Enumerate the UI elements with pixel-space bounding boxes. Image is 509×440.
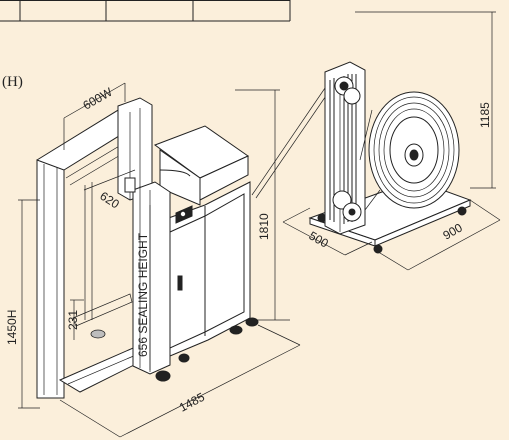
- machine-side-column: [132, 181, 171, 375]
- door-handle: [177, 275, 183, 291]
- height-side-note: (H): [2, 74, 23, 90]
- caster: [90, 329, 106, 339]
- dim-600w: 600W: [81, 84, 116, 112]
- table-partial: [0, 0, 291, 22]
- strap-dispenser: [308, 61, 472, 254]
- dim-900: 900: [441, 220, 466, 242]
- strap-line: [251, 87, 326, 196]
- dispenser-dimension-lines: [282, 11, 501, 271]
- dim-1485: 1485: [177, 390, 207, 415]
- dispenser-tower: [324, 61, 366, 235]
- machine-dimension-lines: [18, 82, 301, 438]
- caster: [155, 370, 171, 382]
- caster: [178, 353, 190, 363]
- caster: [229, 325, 243, 335]
- dim-231: 231: [66, 310, 80, 330]
- dim-1185: 1185: [478, 102, 492, 128]
- strapping-machine: [36, 97, 259, 399]
- dim-656-sealing-height: 656 SEALING HEIGHT: [136, 232, 150, 357]
- caster: [245, 317, 259, 327]
- dim-500: 500: [307, 228, 332, 250]
- dim-1450h: 1450H: [5, 310, 19, 345]
- caster: [457, 206, 467, 216]
- dim-1810: 1810: [257, 213, 271, 240]
